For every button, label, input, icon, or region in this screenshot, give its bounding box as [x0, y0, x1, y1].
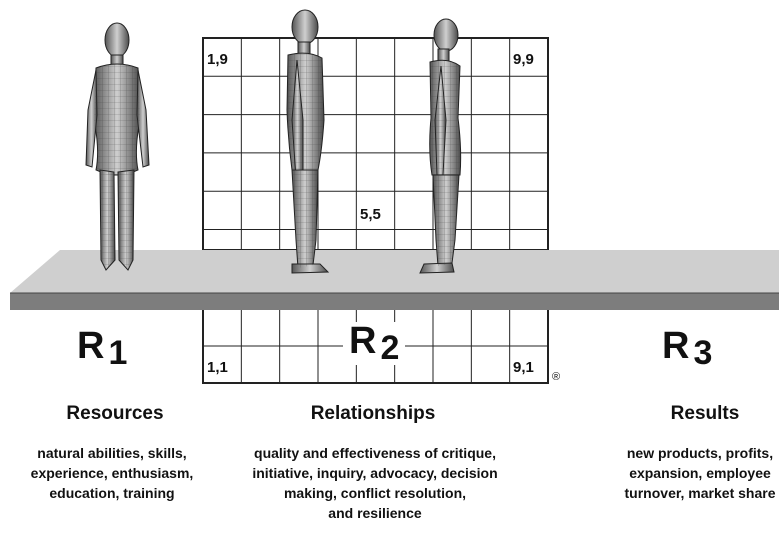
title-resources: Resources: [20, 403, 210, 425]
desc-line: quality and effectiveness of critique,: [220, 443, 530, 463]
desc-line: and resilience: [220, 503, 530, 523]
title-results: Results: [610, 403, 779, 425]
desc-relationships: quality and effectiveness of critique, i…: [220, 443, 530, 523]
grid-label-9-1: 9,1: [513, 359, 534, 376]
grid-label-1-9: 1,9: [207, 51, 228, 68]
desc-line: initiative, inquiry, advocacy, decision: [220, 463, 530, 483]
grid-label-9-9: 9,9: [513, 51, 534, 68]
desc-line: education, training: [0, 483, 224, 503]
desc-line: experience, enthusiasm,: [0, 463, 224, 483]
registered-mark: ®: [552, 371, 560, 383]
wireframe-woman-standing: [86, 23, 149, 270]
grid-label-5-5: 5,5: [360, 206, 381, 223]
desc-line: turnover, market share: [600, 483, 779, 503]
wireframe-man-profile: [287, 10, 328, 273]
desc-line: natural abilities, skills,: [0, 443, 224, 463]
grid-label-1-1: 1,1: [207, 359, 228, 376]
desc-line: making, conflict resolution,: [220, 483, 530, 503]
desc-results: new products, profits, expansion, employ…: [600, 443, 779, 503]
desc-line: new products, profits,: [600, 443, 779, 463]
desc-line: expansion, employee: [600, 463, 779, 483]
wireframe-woman-profile: [420, 19, 461, 273]
title-relationships: Relationships: [228, 403, 518, 425]
desc-resources: natural abilities, skills, experience, e…: [0, 443, 224, 503]
